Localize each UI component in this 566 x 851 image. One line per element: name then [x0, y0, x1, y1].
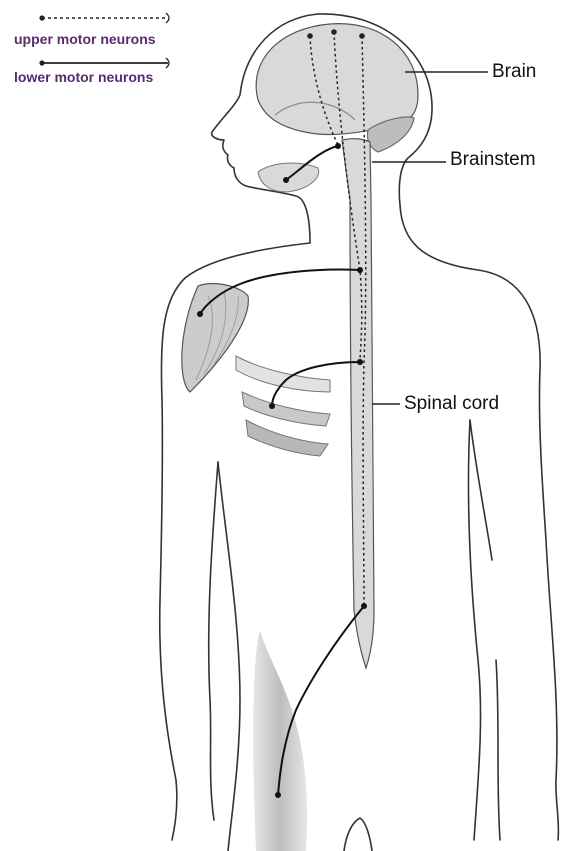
- brain-label: Brain: [492, 61, 536, 83]
- legend-lower-line-sample: [39, 58, 169, 68]
- brainstem-label: Brainstem: [450, 149, 536, 171]
- legend-upper-line-sample: [39, 13, 169, 23]
- thigh-muscle-shape: [253, 630, 307, 851]
- spinal-cord-shape: [342, 139, 374, 668]
- spinal-cord-label: Spinal cord: [404, 393, 499, 415]
- rib-muscle-middle: [242, 392, 330, 426]
- rib-muscle-upper: [236, 356, 330, 392]
- legend-lower-motor-neurons-label: lower motor neurons: [14, 69, 153, 85]
- legend-upper-motor-neurons-label: upper motor neurons: [14, 31, 156, 47]
- brain-shape: [256, 24, 418, 135]
